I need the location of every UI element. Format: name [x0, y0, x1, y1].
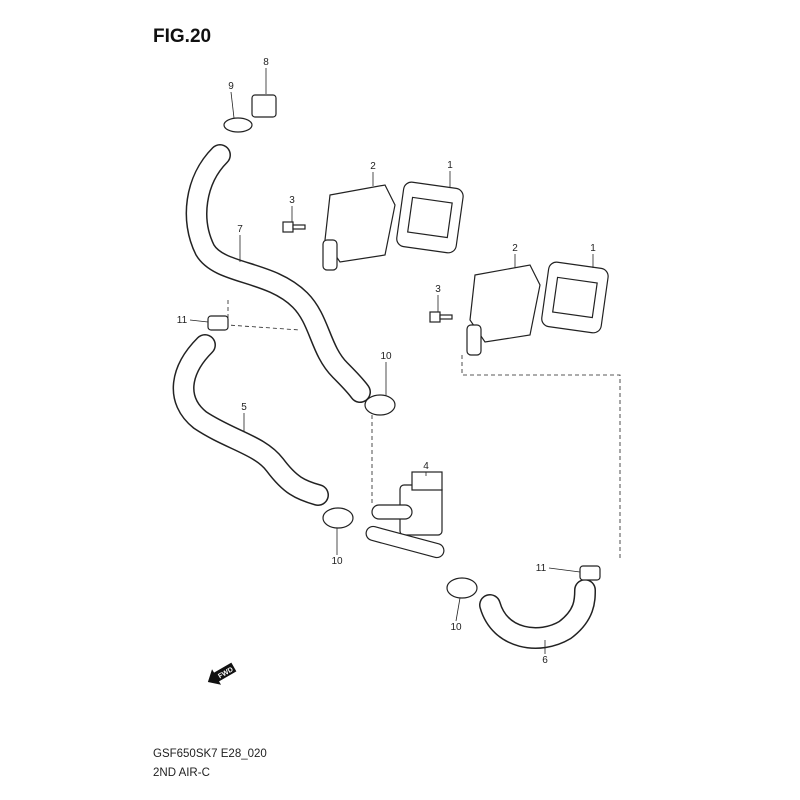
clamp-10-upper[interactable]: [364, 394, 396, 416]
forward-arrow-icon: FWD: [207, 662, 237, 685]
reed-valve-1-upper[interactable]: [396, 181, 464, 254]
callout-1-lower: 1: [590, 243, 596, 254]
clip-9[interactable]: [223, 117, 253, 133]
bolt-3-upper[interactable]: [282, 221, 306, 233]
fwd-label: FWD: [217, 666, 234, 680]
clamp-11-left[interactable]: [207, 315, 229, 331]
callout-2-lower: 2: [512, 243, 518, 254]
clamp-10-lower[interactable]: [446, 577, 478, 599]
hose-7[interactable]: [185, 144, 371, 403]
callout-9: 9: [228, 81, 234, 92]
callout-5: 5: [241, 402, 247, 413]
callout-3-lower: 3: [435, 284, 441, 295]
solenoid-valve-4[interactable]: [365, 471, 446, 559]
clamp-10-left[interactable]: [322, 507, 354, 529]
callout-10-upper: 10: [380, 351, 392, 362]
callout-8: 8: [263, 57, 269, 68]
callout-11-right: 11: [536, 563, 547, 574]
callout-1-upper: 1: [447, 160, 453, 171]
clamp-11-right[interactable]: [579, 565, 601, 581]
reed-cover-2-lower[interactable]: [466, 264, 541, 356]
bolt-3-lower[interactable]: [429, 311, 453, 323]
hose-6[interactable]: [479, 579, 596, 649]
diagram-subtitle: 2ND AIR-C: [153, 767, 210, 779]
callout-2-upper: 2: [370, 161, 376, 172]
callout-11-left: 11: [177, 315, 188, 326]
hose-5[interactable]: [172, 334, 329, 506]
callout-7: 7: [237, 224, 243, 235]
leader-lines: [189, 68, 621, 654]
figure-title: FIG.20: [153, 26, 212, 47]
callout-4: 4: [423, 461, 429, 472]
callout-10-lower: 10: [450, 622, 462, 633]
model-code: GSF650SK7 E28_020: [153, 748, 267, 760]
callout-10-left: 10: [331, 556, 343, 567]
cap-8[interactable]: [251, 94, 277, 118]
reed-valve-1-lower[interactable]: [541, 261, 609, 334]
callout-6: 6: [542, 655, 548, 666]
callout-3-upper: 3: [289, 195, 295, 206]
reed-cover-2-upper[interactable]: [322, 184, 396, 271]
